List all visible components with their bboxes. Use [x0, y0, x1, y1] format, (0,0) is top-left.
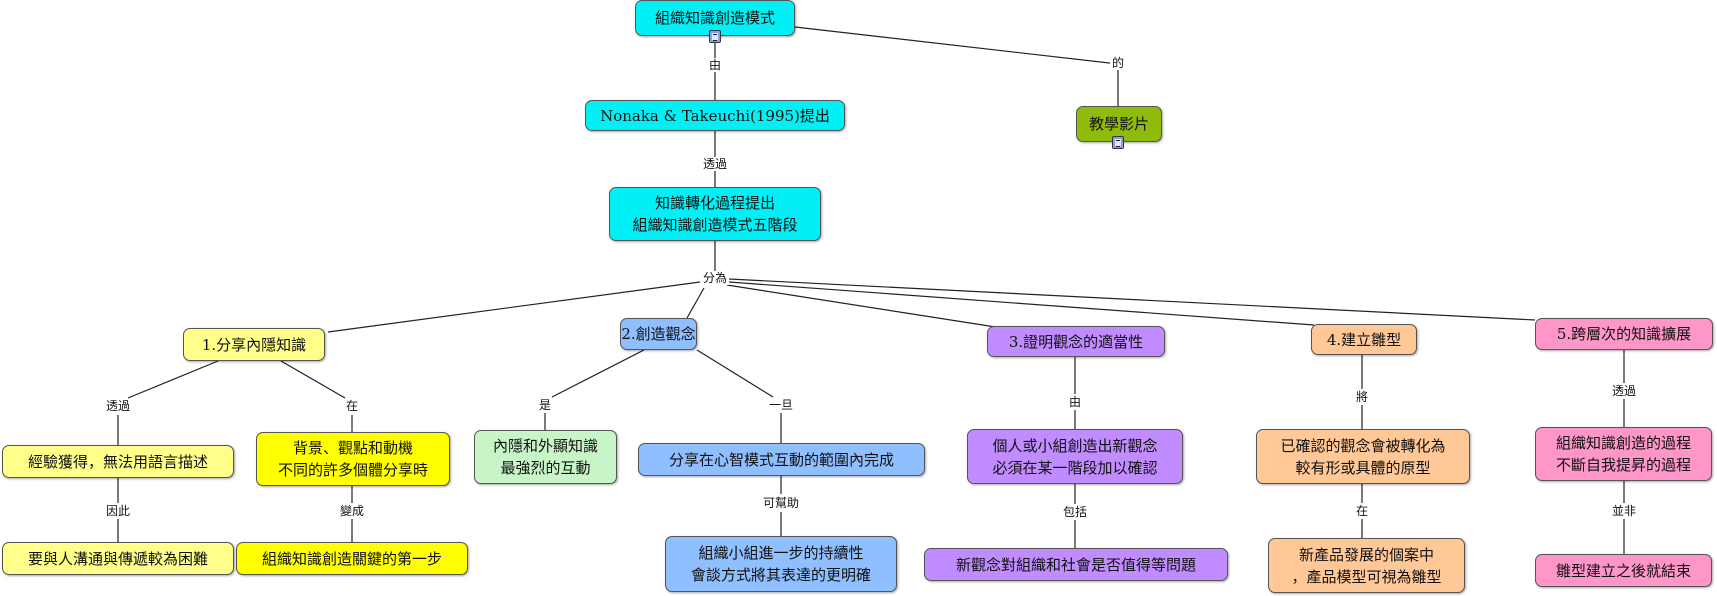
- prototype-node[interactable]: 已確認的觀念會被轉化為 較有形或具體的原型: [1256, 429, 1470, 484]
- link-s5-through: 透過: [1609, 384, 1639, 398]
- link-by: 由: [706, 58, 724, 72]
- link-is: 是: [536, 398, 554, 412]
- mental-model-node[interactable]: 分享在心智模式互動的範圍內完成: [638, 443, 925, 476]
- elevate-node[interactable]: 組織知識創造的過程 不斷自我提昇的過程: [1535, 427, 1712, 481]
- link-s1-at: 在: [343, 399, 361, 413]
- case-node[interactable]: 新產品發展的個案中 ，產品模型可視為雛型: [1268, 538, 1465, 593]
- first-step-node[interactable]: 組織知識創造關鍵的第一步: [236, 542, 468, 575]
- not-end-node[interactable]: 雛型建立之後就結束: [1535, 554, 1712, 587]
- root-node[interactable]: 組織知識創造模式: [635, 0, 795, 36]
- nonaka-node[interactable]: Nonaka & Takeuchi(1995)提出: [585, 100, 845, 131]
- sustain-node[interactable]: 組織小組進一步的持續性 會談方式將其表達的更明確: [665, 536, 897, 592]
- link-of: 的: [1109, 56, 1127, 70]
- background-node[interactable]: 背景、觀點和動機 不同的許多個體分享時: [256, 432, 450, 486]
- link-can-help: 可幫助: [760, 496, 802, 510]
- experience-node[interactable]: 經驗獲得，無法用語言描述: [2, 445, 234, 478]
- link-therefore: 因此: [103, 504, 133, 518]
- stage3-node[interactable]: 3.證明觀念的適當性: [987, 326, 1165, 357]
- stage5-node[interactable]: 5.跨層次的知識擴展: [1535, 318, 1713, 350]
- link-through: 透過: [700, 157, 730, 171]
- process-node[interactable]: 知識轉化過程提出 組織知識創造模式五階段: [609, 187, 821, 241]
- link-becomes: 變成: [337, 504, 367, 518]
- interaction-node[interactable]: 內隱和外顯知識 最強烈的互動: [474, 430, 617, 484]
- stage1-node[interactable]: 1.分享內隱知識: [183, 328, 325, 361]
- stage4-node[interactable]: 4.建立雛型: [1311, 324, 1417, 355]
- link-at: 在: [1353, 504, 1371, 518]
- link-divide: 分為: [700, 271, 730, 285]
- link-include: 包括: [1060, 505, 1090, 519]
- link-not: 並非: [1609, 504, 1639, 518]
- difficult-node[interactable]: 要與人溝通與傳遞較為困難: [2, 542, 234, 575]
- link-will: 將: [1353, 390, 1371, 404]
- link-s1-through: 透過: [103, 399, 133, 413]
- document-icon[interactable]: [709, 30, 721, 43]
- link-once: 一旦: [766, 398, 796, 412]
- stage2-node[interactable]: 2.創造觀念: [620, 318, 697, 350]
- verify-node[interactable]: 個人或小組創造出新觀念 必須在某一階段加以確認: [967, 429, 1183, 484]
- link-s3-by: 由: [1066, 395, 1084, 409]
- worth-node[interactable]: 新觀念對組織和社會是否值得等問題: [924, 548, 1228, 581]
- film-icon[interactable]: [1112, 136, 1124, 149]
